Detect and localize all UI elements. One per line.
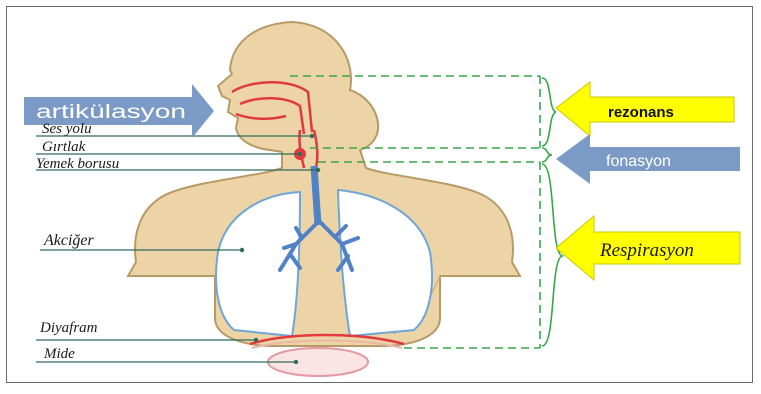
braces <box>542 78 562 346</box>
label-yemek-borusu: Yemek borusu <box>36 156 119 172</box>
respirasyon-label: Respirasyon <box>599 240 694 261</box>
arrow-fonasyon: fonasyon <box>556 134 740 184</box>
label-ses-yolu: Ses yolu <box>42 121 92 137</box>
body-silhouette <box>128 22 520 346</box>
arrow-respirasyon: Respirasyon <box>556 216 740 280</box>
brace-fonasyon <box>542 148 552 162</box>
brace-rezonans <box>542 78 556 146</box>
label-girtlak: Gırtlak <box>42 139 86 155</box>
arrow-rezonans: rezonans <box>556 82 734 136</box>
human-torso <box>128 22 520 346</box>
label-diyafram: Diyafram <box>39 320 98 336</box>
fonasyon-label: fonasyon <box>606 153 671 170</box>
trachea <box>314 166 318 225</box>
brace-respirasyon <box>542 164 562 346</box>
artikulasyon-label: artikülasyon <box>36 102 186 123</box>
rezonans-label: rezonans <box>608 104 674 121</box>
label-akciger: Akciğer <box>43 232 95 249</box>
organ-labels: Ses yolu Gırtlak Yemek borusu Akciğer Di… <box>36 121 119 362</box>
label-mide: Mide <box>43 346 75 362</box>
